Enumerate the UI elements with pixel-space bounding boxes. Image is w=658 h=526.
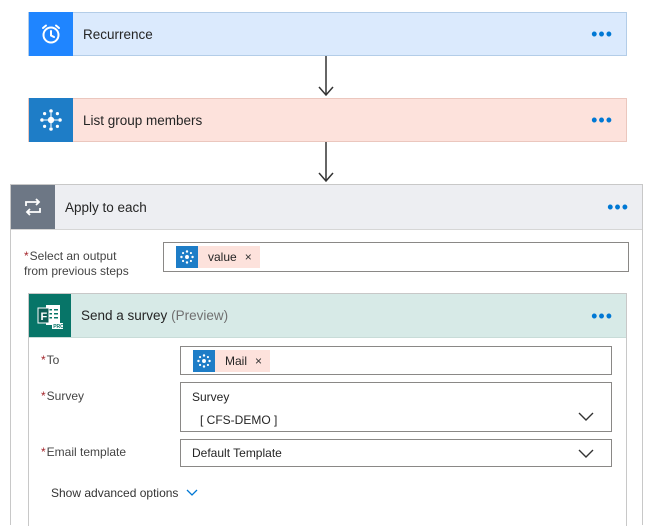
send-survey-header[interactable]: F PRO Send a survey (Preview) •••: [29, 294, 626, 338]
to-label: *To: [41, 353, 60, 367]
chevron-down-icon: [578, 449, 594, 458]
chevron-down-icon: [578, 412, 594, 421]
list-group-members-step[interactable]: List group members •••: [28, 98, 627, 142]
flow-arrow-icon: [318, 56, 334, 97]
svg-text:PRO: PRO: [53, 324, 64, 330]
group-network-icon: [29, 98, 73, 142]
list-group-title: List group members: [83, 112, 203, 128]
chevron-down-icon: [186, 489, 198, 496]
survey-select-title: Survey: [192, 390, 230, 404]
mail-token[interactable]: Mail ×: [193, 350, 271, 372]
apply-to-each-more-button[interactable]: •••: [607, 197, 629, 217]
recurrence-title: Recurrence: [83, 26, 153, 42]
group-network-icon: [193, 350, 215, 372]
mail-token-label: Mail: [225, 354, 248, 368]
apply-to-each-container: Apply to each ••• *Select an output from…: [10, 184, 643, 526]
value-token[interactable]: value ×: [176, 246, 260, 268]
to-input[interactable]: Mail ×: [180, 346, 612, 375]
apply-to-each-title: Apply to each: [65, 199, 147, 215]
recurrence-more-button[interactable]: •••: [591, 24, 613, 44]
survey-select[interactable]: Survey [ CFS-DEMO ]: [180, 382, 612, 432]
select-output-label: *Select an output from previous steps: [24, 249, 129, 278]
send-survey-action: F PRO Send a survey (Preview) ••• *To: [28, 293, 627, 526]
loop-icon: [11, 185, 55, 229]
alarm-clock-icon: [29, 12, 73, 56]
value-token-remove-icon[interactable]: ×: [244, 250, 252, 264]
apply-to-each-header[interactable]: Apply to each •••: [11, 185, 642, 230]
value-token-label: value: [208, 250, 237, 264]
send-survey-more-button[interactable]: •••: [591, 305, 613, 326]
flow-arrow-icon: [318, 142, 334, 183]
recurrence-step[interactable]: Recurrence •••: [28, 12, 627, 56]
email-template-label: *Email template: [41, 445, 127, 459]
select-output-input[interactable]: value ×: [163, 242, 629, 272]
group-network-icon: [176, 246, 198, 268]
survey-select-value: [ CFS-DEMO ]: [200, 413, 278, 427]
send-survey-title: Send a survey (Preview): [81, 308, 229, 323]
show-advanced-options-link[interactable]: Show advanced options: [51, 486, 198, 500]
svg-text:F: F: [41, 311, 48, 323]
email-template-select[interactable]: Default Template: [180, 439, 612, 467]
email-template-value: Default Template: [192, 446, 282, 460]
mail-token-remove-icon[interactable]: ×: [255, 354, 263, 368]
survey-label: *Survey: [41, 389, 85, 403]
list-group-more-button[interactable]: •••: [591, 110, 613, 130]
forms-pro-icon: F PRO: [29, 294, 71, 337]
